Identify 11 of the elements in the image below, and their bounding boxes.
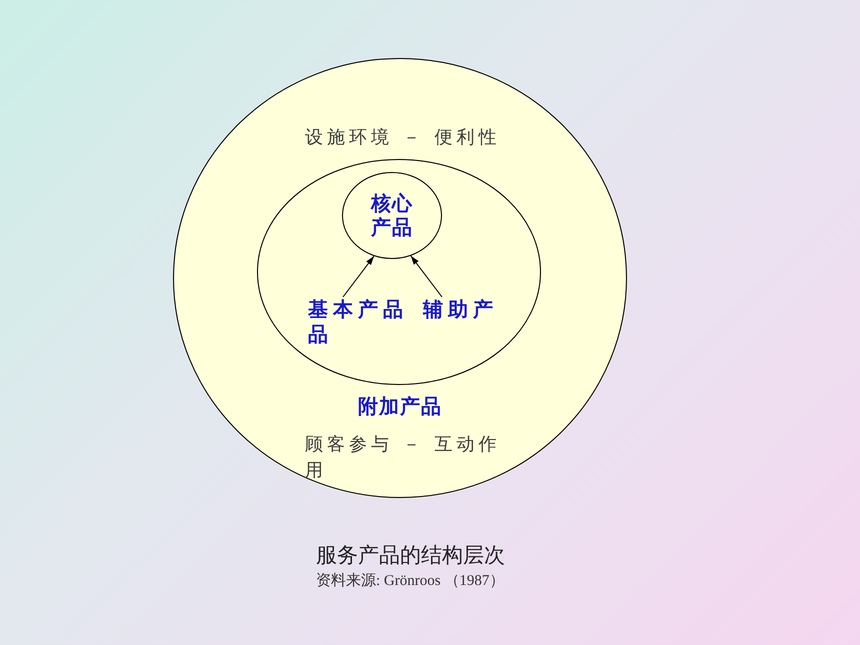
arrow [410,255,442,298]
layer-title: 附加产品 [358,394,442,418]
core-circle: 核心产品 [342,172,442,259]
outer-circle [173,58,627,498]
arrow [342,256,374,298]
product-label: 基本产品 辅助产品 [308,297,508,347]
inner-ellipse [257,159,541,385]
source-note: 资料来源: Grönroos （1987） [316,572,504,591]
ring-label: 设施环境 － 便利性 [305,126,502,150]
caption: 服务产品的结构层次 [316,542,505,568]
ring-label: 顾客参与 － 互动作用 [305,433,502,483]
